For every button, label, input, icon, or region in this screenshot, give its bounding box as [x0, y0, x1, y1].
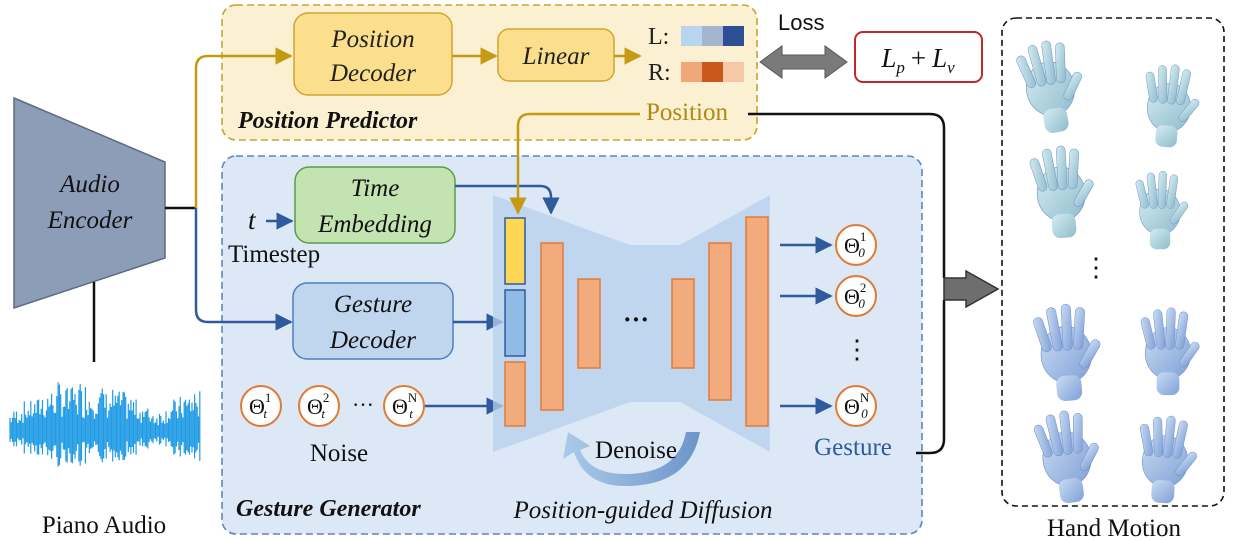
denoise-label: Denoise — [595, 437, 677, 464]
left-position-cell-2 — [702, 26, 723, 46]
left-position-cell-3 — [723, 26, 744, 46]
audio-encoder-line2: Encoder — [47, 207, 133, 234]
right-position-cell-2 — [702, 62, 723, 82]
output-ellipsis: ⋮ — [844, 335, 870, 364]
gesture-generator-title: Gesture Generator — [236, 496, 421, 522]
loss-p-subscript: p — [895, 58, 905, 77]
loss-plus: + — [911, 43, 926, 73]
loss-formula-box — [854, 31, 983, 83]
hand-motion-label: Hand Motion — [1047, 515, 1182, 541]
hand-meshes — [1016, 40, 1200, 504]
unet-input-position-block — [504, 217, 526, 285]
linear-label: Linear — [522, 43, 590, 70]
time-embedding-line2: Embedding — [317, 211, 432, 238]
position-to-hand-connector — [748, 112, 946, 278]
position-predictor-title: Position Predictor — [237, 108, 418, 134]
noise-ellipsis: ··· — [352, 392, 374, 417]
position-guided-diffusion-label: Position-guided Diffusion — [512, 497, 772, 524]
encoder-to-position-decoder-arrow — [194, 47, 293, 208]
unet-input-gesture-block — [504, 289, 526, 357]
loss-p-symbol: L — [880, 43, 896, 73]
unet-decoder-layer-3 — [745, 216, 769, 427]
position-decoder-line2: Decoder — [329, 60, 416, 87]
denoise-curved-arrow — [563, 432, 700, 486]
left-position-cells — [681, 26, 744, 46]
hand-mesh-7 — [1033, 410, 1099, 504]
unet-encoder-layer-1 — [540, 242, 564, 411]
position-output-label: Position — [646, 99, 728, 126]
piano-audio-waveform — [9, 382, 201, 467]
gesture-output-label: Gesture — [814, 434, 892, 461]
right-position-cells — [681, 62, 744, 82]
audio-encoder-line1: Audio — [58, 171, 120, 198]
noise-label: Noise — [310, 440, 368, 467]
output-token-1-circle — [835, 224, 877, 266]
fusion-arrow — [943, 269, 1000, 309]
noise-token-1-circle — [240, 385, 282, 427]
position-decoder-box — [293, 12, 453, 96]
hand-mesh-5 — [1033, 303, 1101, 402]
audio-encoder-trapezoid — [13, 96, 166, 310]
hand-mesh-6 — [1140, 307, 1200, 396]
hand-mesh-4 — [1135, 170, 1189, 250]
hand-motion-ellipsis: ⋮ — [1083, 253, 1109, 282]
right-position-cell-3 — [723, 62, 744, 82]
unet-decoder-layer-2 — [708, 242, 732, 401]
gesture-decoder-line1: Gesture — [334, 291, 412, 318]
loss-label: Loss — [778, 10, 824, 35]
position-to-unet-arrow — [509, 112, 640, 215]
noise-token-3-circle — [383, 385, 425, 427]
encoder-to-gesture-decoder-arrow — [194, 208, 293, 331]
noise-token-2-circle — [298, 385, 340, 427]
time-embedding-box — [294, 166, 456, 244]
output-token-3-circle — [835, 385, 877, 427]
loss-v-subscript: v — [947, 58, 955, 77]
hand-mesh-2 — [1145, 64, 1200, 148]
time-embedding-to-unet-arrow — [455, 184, 560, 215]
hand-mesh-1 — [1016, 40, 1082, 133]
left-hand-label: L: — [648, 24, 669, 50]
waveform-path — [9, 382, 201, 467]
output-arrows — [780, 236, 833, 415]
piano-audio-label: Piano Audio — [42, 512, 166, 539]
time-embedding-line1: Time — [351, 175, 400, 202]
right-hand-label: R: — [648, 60, 671, 86]
hand-mesh-8 — [1140, 415, 1198, 504]
t-symbol: t — [248, 205, 257, 235]
unet-decoder-layer-1 — [671, 278, 695, 369]
left-position-cell-1 — [681, 26, 702, 46]
output-token-2-circle — [835, 275, 877, 317]
right-position-cell-1 — [681, 62, 702, 82]
loss-formula: Lp+Lv — [880, 43, 955, 77]
loss-v-symbol: L — [931, 43, 947, 73]
loss-double-arrow — [759, 45, 848, 79]
gesture-to-hand-connector — [916, 300, 946, 455]
unet-ellipsis: ··· — [623, 305, 649, 334]
timestep-label: Timestep — [228, 241, 320, 268]
unet-input-noise-block — [504, 361, 526, 427]
hand-mesh-3 — [1029, 145, 1094, 239]
unet-encoder-layer-2 — [577, 278, 601, 369]
position-decoder-line1: Position — [330, 26, 414, 53]
gesture-decoder-line2: Decoder — [329, 327, 416, 354]
